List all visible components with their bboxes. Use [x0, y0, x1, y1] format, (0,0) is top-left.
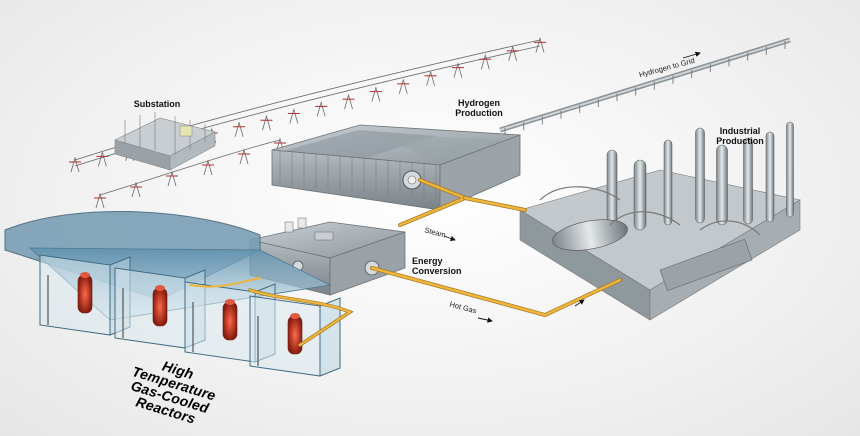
tower	[534, 36, 546, 53]
hot-gas-arrow	[477, 317, 493, 323]
tower	[369, 86, 382, 102]
reactor-core	[287, 315, 303, 355]
column	[765, 131, 775, 223]
tower	[69, 156, 81, 173]
label-substation: Substation	[133, 99, 181, 109]
hydrogen-production-building	[271, 124, 521, 211]
column	[606, 149, 618, 231]
tower	[233, 121, 246, 137]
tower	[238, 148, 250, 165]
column	[716, 144, 728, 226]
reactor-core	[222, 301, 238, 341]
column	[663, 139, 673, 226]
reactor-building	[4, 211, 341, 377]
column	[786, 121, 794, 218]
column	[695, 127, 705, 224]
label-industrial-production: Industrial Production	[716, 126, 764, 146]
reactor-cells	[39, 254, 341, 377]
process-pipes	[189, 178, 622, 347]
tower	[96, 150, 109, 167]
label-hydrogen-production: Hydrogen Production	[455, 98, 503, 118]
flow-arrows	[443, 51, 701, 323]
tower	[506, 45, 519, 61]
tower	[424, 70, 437, 86]
industrial-production-plant	[519, 121, 801, 321]
tower	[479, 53, 492, 70]
label-energy-conversion: Energy Conversion	[412, 256, 462, 276]
tower	[130, 181, 142, 198]
tower	[166, 170, 178, 187]
tower	[397, 78, 410, 94]
substation	[114, 112, 216, 171]
tower	[202, 159, 214, 176]
tower	[260, 114, 273, 131]
tower	[94, 192, 106, 209]
tower	[451, 62, 464, 78]
hydrogen-to-grid-arrow	[682, 51, 701, 59]
hydrogen-pipeline	[499, 37, 791, 136]
distillation-columns	[606, 121, 794, 231]
steam-arrow	[443, 235, 456, 241]
reactor-cell	[249, 295, 341, 377]
column	[633, 159, 647, 231]
pipeline-supports	[504, 41, 786, 136]
tower	[287, 108, 300, 124]
reactor-core	[77, 274, 93, 314]
tower	[342, 93, 355, 110]
reactor-core	[152, 287, 168, 327]
industrial-inlet-arrow	[574, 299, 585, 307]
tower	[315, 100, 328, 117]
column	[743, 137, 753, 225]
